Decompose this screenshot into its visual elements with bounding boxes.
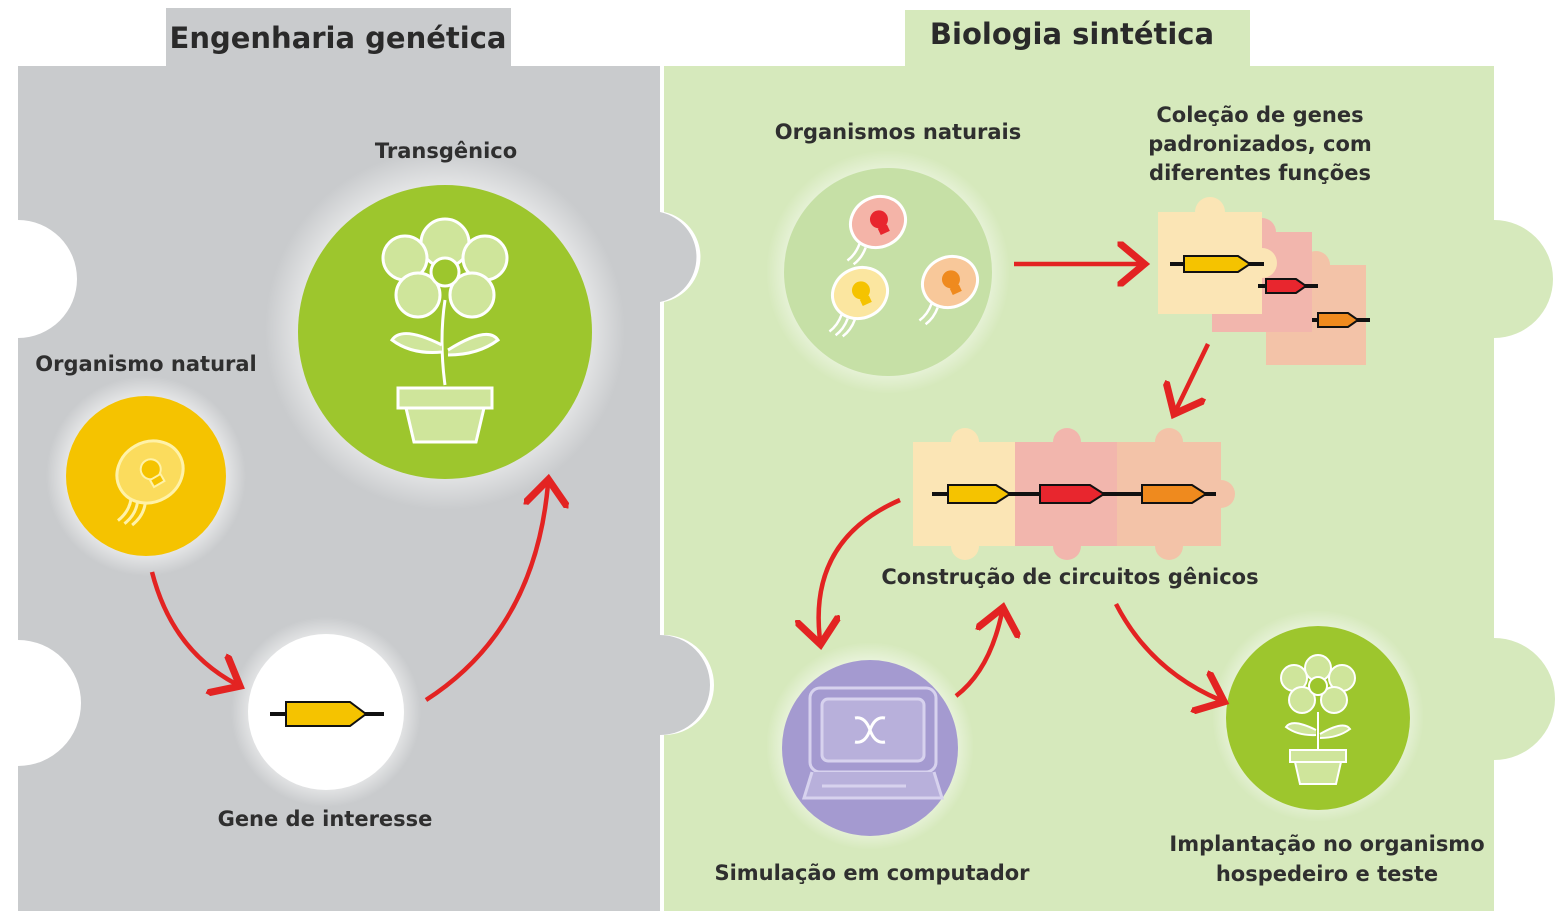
gene-icon	[1170, 255, 1264, 273]
implantation-node	[1212, 610, 1424, 822]
circuit-construction-label: Construção de circuitos gênicos	[881, 565, 1258, 589]
gene-circuit	[913, 428, 1235, 560]
arrow-collection-to-circuit	[1176, 343, 1211, 410]
green-circle	[298, 185, 592, 479]
gene-icon	[1141, 484, 1208, 504]
gene-collection-label-line-2: padronizados, com	[1148, 132, 1372, 156]
implantation-label-line-2: hospedeiro e teste	[1216, 862, 1438, 886]
implantation-label-line-1: Implantação no organismo	[1169, 832, 1484, 856]
bacterium-icon	[115, 439, 185, 527]
simulation-label: Simulação em computador	[714, 861, 1030, 885]
gene-icon	[1039, 484, 1106, 504]
bacterium-icon	[846, 194, 907, 266]
arrow-simulation-to-circuit	[954, 612, 1002, 698]
gene-collection-label-line-1: Coleção de genes	[1156, 103, 1363, 127]
gene-icon	[1258, 278, 1318, 294]
right-panel-title: Biologia sintética	[930, 17, 1214, 51]
natural-organisms-node	[766, 150, 1010, 394]
bacterium-icon	[918, 254, 979, 326]
gene-node	[231, 617, 421, 807]
arrow-circuit-to-simulation	[819, 497, 901, 640]
right-panel: Biologia sintética	[664, 10, 1555, 911]
transgenic-label: Transgênico	[375, 139, 517, 163]
natural-organisms-label: Organismos naturais	[775, 120, 1022, 144]
left-panel-tab	[166, 8, 511, 70]
flower-pot-icon	[1280, 654, 1356, 785]
gene-of-interest-label: Gene de interesse	[218, 807, 433, 831]
left-panel-title: Engenharia genética	[170, 21, 507, 55]
bacterium-icon	[828, 265, 889, 338]
transgenic-node	[265, 150, 625, 510]
flower-pot-icon	[381, 217, 509, 444]
gene-icon	[947, 484, 1012, 504]
arrow-gene-to-transgenic	[424, 484, 548, 702]
gene-icon	[270, 701, 384, 727]
simulation-node	[766, 642, 974, 850]
left-panel: Engenharia genética Transgênico	[18, 8, 710, 911]
arrow-circuit-to-implantation	[1114, 602, 1220, 700]
computer-icon	[801, 686, 945, 800]
gene-collection	[1158, 197, 1370, 365]
gene-icon	[1312, 312, 1370, 328]
gene-collection-label-line-3: diferentes funções	[1149, 161, 1371, 185]
natural-organism-label: Organismo natural	[35, 352, 257, 376]
right-panel-tab	[905, 10, 1250, 70]
arrow-organism-to-gene	[149, 571, 236, 684]
natural-organism-node	[46, 376, 246, 576]
